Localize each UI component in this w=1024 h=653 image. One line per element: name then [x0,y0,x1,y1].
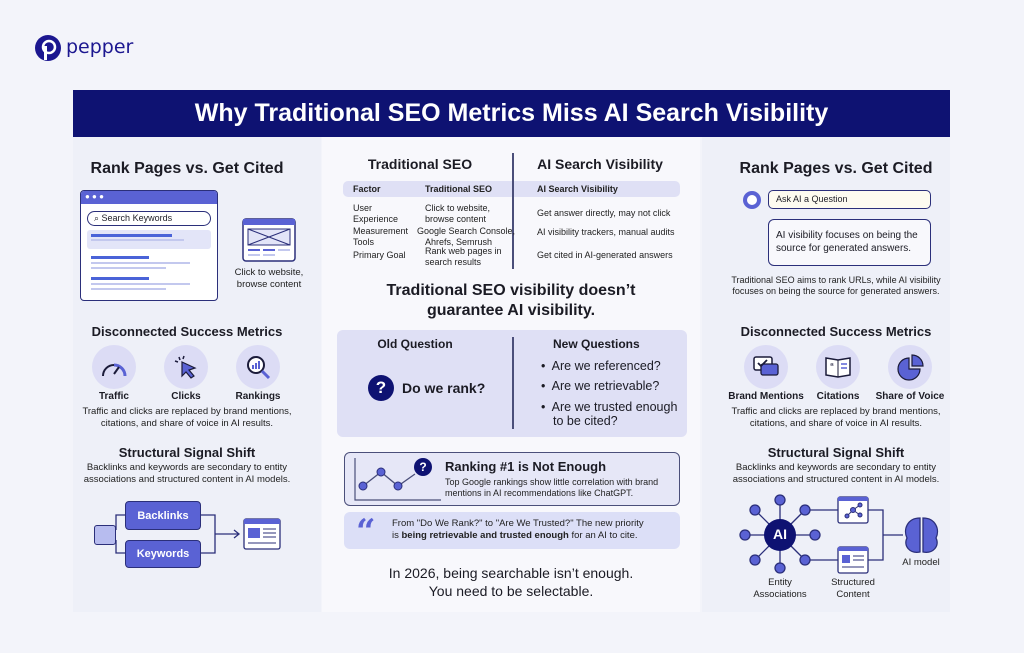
ai-node-label: AI [773,526,787,542]
ranking-text: Top Google rankings show little correlat… [445,477,659,498]
source-node-icon [94,525,116,545]
left-metrics-heading: Disconnected Success Metrics [91,324,283,339]
quote-box [344,512,680,549]
table-cell-traditional: Click to website,browse content [425,203,491,224]
search-result [91,256,207,269]
table-header-traditional: Traditional SEO [425,184,493,194]
page-title: Why Traditional SEO Metrics Miss AI Sear… [73,90,950,137]
cursor-click-icon [164,345,208,389]
new-question-item: • Are we retrievable? [541,379,660,393]
signal-connector-lines [115,514,241,554]
chat-check-icon [744,345,788,389]
ai-model-label: AI model [902,557,940,568]
table-cell-ai: Get cited in AI-generated answers [537,250,673,260]
brain-icon [904,517,939,553]
webpage-icon [243,518,281,550]
backlinks-box: Backlinks [125,501,201,530]
table-divider [512,153,514,269]
metric-label-brand-mentions: Brand Mentions [728,391,804,402]
ai-node-icon [764,519,796,551]
pie-chart-icon [888,345,932,389]
search-browser-mock: ● ● ● ⌕ Search Keywords [80,190,218,301]
left-heading: Rank Pages vs. Get Cited [90,160,284,177]
search-placeholder: Search Keywords [101,213,173,223]
left-metrics-caption: Traffic and clicks are replaced by brand… [82,406,292,429]
svg-text:“: “ [830,362,834,371]
entity-network-diagram [739,494,939,574]
svg-text:?: ? [419,460,426,474]
table-cell-ai: Get answer directly, may not click [537,208,671,218]
ranking-title: Ranking #1 is Not Enough [445,459,607,474]
line-chart-question-icon: ? [354,458,441,501]
right-signal-heading: Structural Signal Shift [767,445,905,460]
table-cell-factor: Primary Goal [353,250,406,260]
browser-caption: Click to website,browse content [234,267,304,290]
closing-statement: In 2026, being searchable isn’t enough.Y… [388,565,634,599]
left-signal-heading: Structural Signal Shift [118,445,256,460]
open-book-icon: “ [816,345,860,389]
speedometer-icon [92,345,136,389]
ask-ai-input[interactable]: Ask AI a Question [768,190,931,209]
questions-divider [512,337,514,429]
metric-label-traffic: Traffic [98,391,129,402]
brand-name[interactable]: pepper [66,36,134,58]
right-metrics-caption: Traffic and clicks are replaced by brand… [731,406,941,429]
metric-label-citations: Citations [816,391,860,402]
new-questions-heading: New Questions [553,337,640,351]
traditional-seo-title: Traditional SEO [367,156,473,172]
keywords-box: Keywords [125,540,201,568]
right-caption: Traditional SEO aims to rank URLs, while… [731,275,941,296]
chat-bubble-icon [743,191,761,209]
pepper-logo-icon [35,35,61,61]
right-metrics-heading: Disconnected Success Metrics [740,324,932,339]
metric-label-share-of-voice: Share of Voice [875,391,945,402]
quote-text: From "Do We Rank?" to "Are We Trusted?" … [392,518,644,541]
search-result-highlighted [87,230,211,249]
search-result [91,277,207,290]
table-header-ai: AI Search Visibility [537,184,618,194]
magnifier-chart-icon [236,345,280,389]
table-cell-ai: AI visibility trackers, manual audits [537,227,675,237]
ai-visibility-title: AI Search Visibility [537,156,663,172]
left-signal-caption: Backlinks and keywords are secondary to … [83,462,291,485]
table-header-factor: Factor [353,184,381,194]
old-question-text: Do we rank? [402,380,486,396]
metric-label-clicks: Clicks [171,391,201,402]
metric-label-rankings: Rankings [235,391,281,402]
browser-dots-icon: ● ● ● [81,191,217,204]
right-heading: Rank Pages vs. Get Cited [739,160,933,177]
website-icon [242,218,296,262]
table-header-row [343,181,680,197]
new-question-item: • Are we referenced? [541,359,661,373]
ranking-card [344,452,680,506]
quote-icon: “ [356,512,376,552]
right-signal-caption: Backlinks and keywords are secondary to … [732,462,940,485]
old-question-heading: Old Question [377,337,453,351]
question-mark-icon: ? [368,375,394,401]
table-cell-traditional: Google Search Console,Ahrefs, Semrush [417,226,516,247]
search-input[interactable]: ⌕ Search Keywords [87,211,211,226]
